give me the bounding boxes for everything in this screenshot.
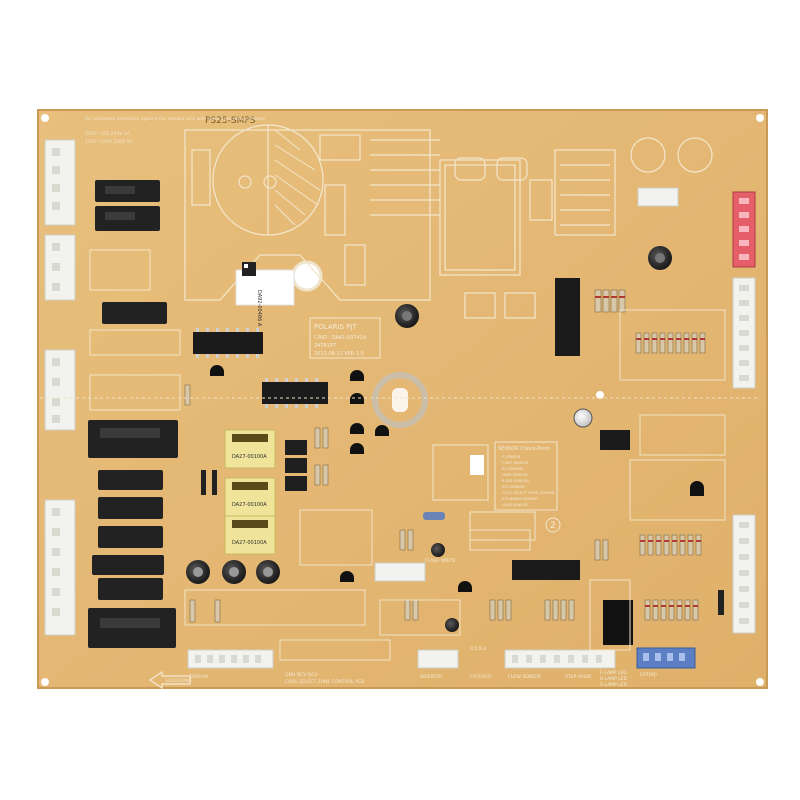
relay-label-3: DA27-00100A	[232, 540, 267, 546]
warning-text: for continued protection against fire re…	[85, 116, 266, 122]
model-line-1: POLARIS PJT	[314, 323, 357, 331]
right-connectors	[637, 187, 756, 634]
transistors	[210, 365, 704, 645]
bottom-labels: DISPLAY GND DCV DCV COOL SELECT ZONE CON…	[190, 558, 657, 688]
relay-label-2: DA27-00100A	[232, 502, 267, 508]
label-flow-sensor: FLOW SENSOR	[508, 674, 541, 680]
sensor-item-6: EXT-SENSOR	[502, 485, 525, 489]
check-label: 2	[550, 521, 556, 531]
header-text: PS25-SMPS	[205, 116, 256, 126]
sensor-title: SENSOR Check-Point	[498, 446, 550, 452]
mount-hole	[41, 678, 49, 686]
sensor-item-2: F-DEF-SENSOR	[502, 461, 529, 465]
label-step-valve: STEP VALVE	[565, 674, 592, 680]
label-f-lamp: F-LAMP LED	[600, 670, 627, 676]
diodes	[201, 470, 724, 615]
triacs	[285, 440, 307, 491]
label-inverter: INVERTER	[420, 674, 442, 680]
ic-pins	[196, 328, 318, 408]
capacitors	[186, 246, 672, 632]
soldering-label: SOLDERING	[165, 678, 192, 684]
model-line-2: C/NO : DA41-00741A	[314, 335, 367, 341]
mount-hole	[756, 114, 764, 122]
sensor-item-5: R-DEF-SENSOR	[502, 479, 529, 483]
mount-hole	[596, 391, 604, 399]
silkscreen-outlines	[40, 249, 760, 661]
label-flash: FLASH WRITE	[425, 558, 456, 564]
left-connectors	[44, 139, 76, 636]
model-block: POLARIS PJT C/NO : DA41-00741A 24T9197 2…	[309, 317, 381, 359]
yellow-relays: DA27-00100A DA27-00100A DA27-00100A	[224, 429, 276, 555]
transformer-footprint	[267, 124, 324, 236]
smps-silkscreen	[184, 124, 713, 319]
barcode-label: DA92-00486 A	[235, 262, 295, 327]
sensor-item-3: R1-SENSOR	[502, 467, 523, 471]
mount-hole	[756, 678, 764, 686]
soldering-arrow: SOLDERING	[148, 670, 192, 690]
label-cool-select: COOL SELECT ZONE CONTROL PCB	[285, 679, 364, 685]
sensor-item-4: HUMI-SENSOR	[502, 473, 528, 477]
resistor-rows	[184, 289, 706, 623]
label-gnd: GND DCV DCV	[285, 672, 318, 678]
mount-hole	[41, 114, 49, 122]
barcode-text: DA92-00486 A	[256, 290, 262, 327]
label-cat-in: CAT(IN)	[640, 672, 657, 678]
mount-hole	[291, 260, 323, 292]
model-line-4: 2013.08.12 VER 1.0	[314, 351, 364, 357]
label-display: DISPLAY	[190, 674, 209, 680]
bottom-connectors	[187, 562, 696, 669]
sensor-item-8: ICE MAKER-SENSOR	[502, 497, 538, 501]
relay-label-1: DA27-00100A	[232, 454, 267, 460]
sensor-check-box: SENSOR Check-Point F-SENSOR F-DEF-SENSOR…	[432, 441, 561, 541]
fuse-text-2: 125V~250V 250V 5A	[85, 139, 133, 145]
sensor-item-1: F-SENSOR	[502, 455, 521, 459]
watermark-logo	[372, 372, 428, 428]
sensor-item-9: HUMI-SENSOR	[502, 503, 528, 507]
label-s-lamp: S-LAMP LED	[600, 682, 628, 688]
model-line-3: 24T9197	[314, 343, 336, 349]
fuse-text-1: 250V~10A 250V 3A	[85, 131, 131, 137]
sensor-item-7: COOL SELECT ZONE-SENSOR	[502, 491, 555, 495]
label-misc: IC5 IC4	[470, 646, 486, 652]
label-r-lamp: R-LAMP LED	[600, 676, 628, 682]
label-cat-out: CAT(OUT)	[470, 674, 492, 680]
